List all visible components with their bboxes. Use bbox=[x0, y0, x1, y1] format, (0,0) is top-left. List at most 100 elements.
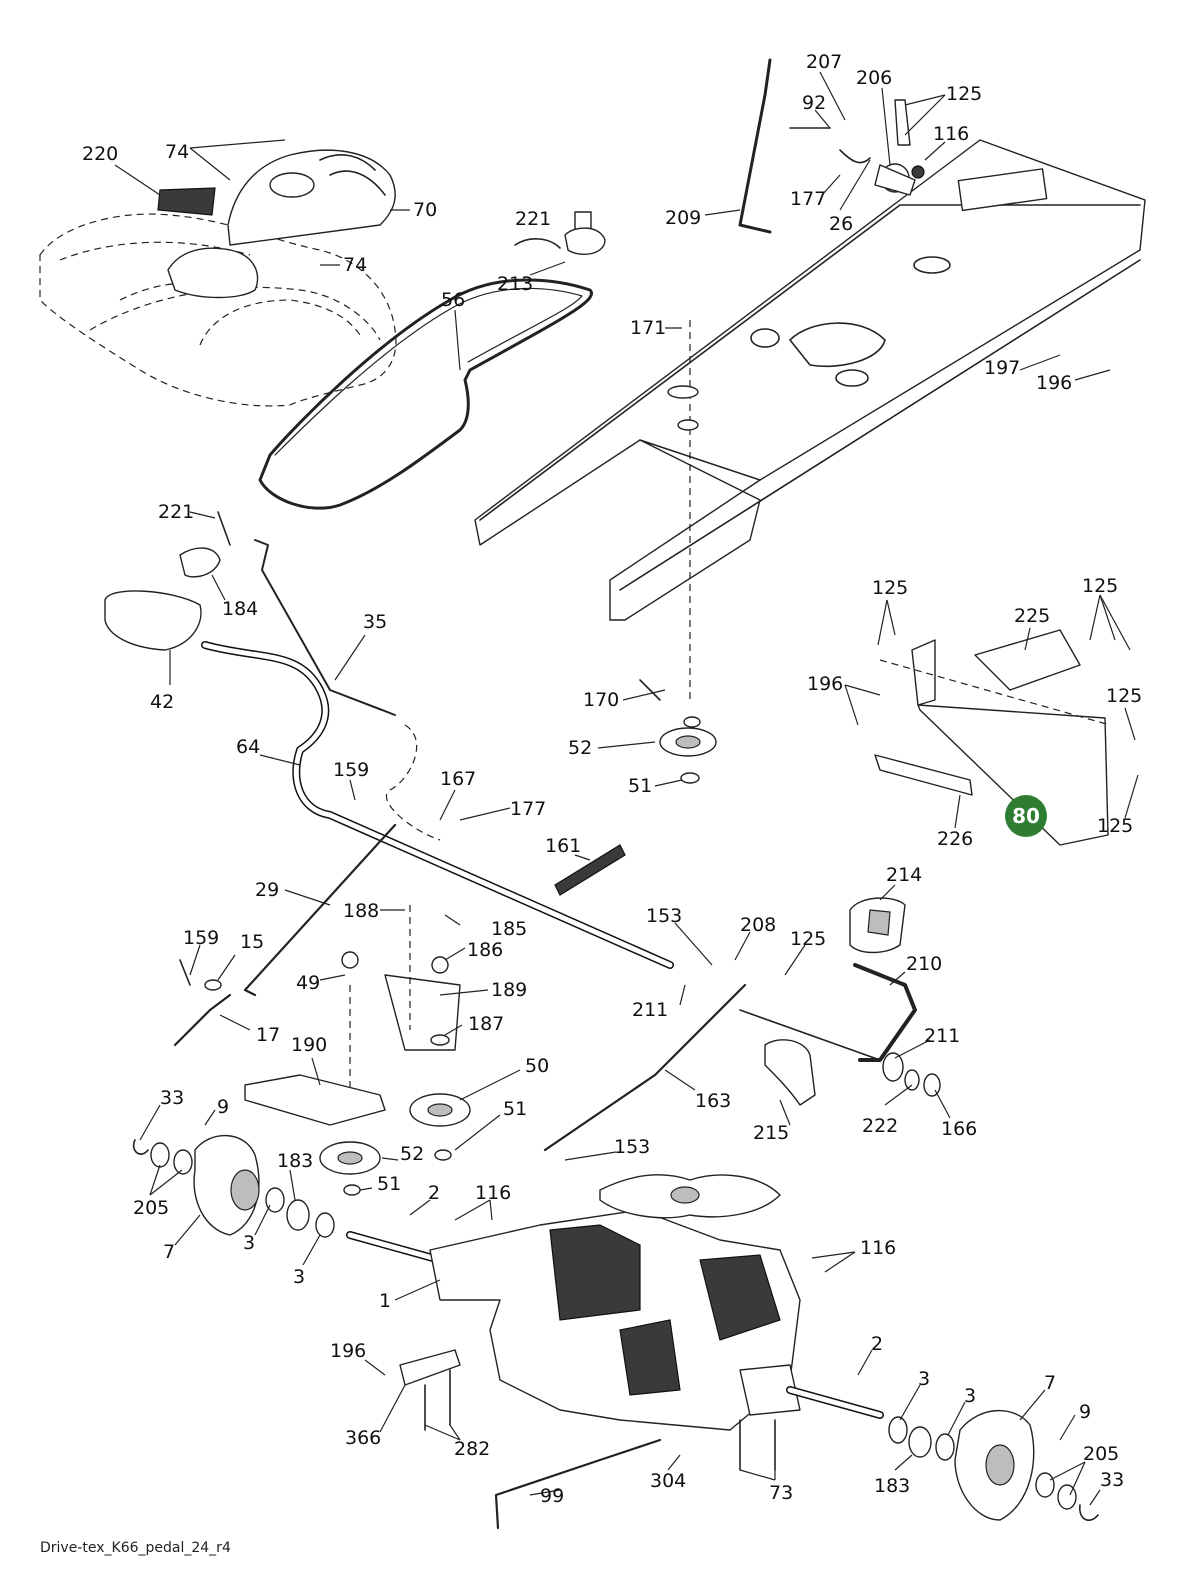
rod-163 bbox=[543, 983, 747, 1152]
part-label: 74 bbox=[343, 254, 367, 276]
part-label: 189 bbox=[491, 979, 527, 1001]
part-label: 221 bbox=[515, 208, 551, 230]
part-label: 125 bbox=[790, 928, 826, 950]
part-label: 70 bbox=[413, 199, 437, 221]
rod-and-spring bbox=[173, 823, 397, 1047]
highlight-badge: 80 bbox=[1005, 795, 1047, 837]
part-label: 51 bbox=[377, 1173, 401, 1195]
part-label: 50 bbox=[525, 1055, 549, 1077]
part-label: 196 bbox=[807, 673, 843, 695]
part-label: 33 bbox=[1100, 1469, 1124, 1491]
part-label: 26 bbox=[829, 213, 853, 235]
part-label: 9 bbox=[217, 1096, 229, 1118]
highlight-badge-text: 80 bbox=[1012, 804, 1040, 828]
part-label: 205 bbox=[1083, 1443, 1119, 1465]
part-label: 196 bbox=[330, 1340, 366, 1362]
part-label: 187 bbox=[468, 1013, 504, 1035]
part-label: 197 bbox=[984, 357, 1020, 379]
part-label: 304 bbox=[650, 1470, 686, 1492]
part-label: 159 bbox=[333, 759, 369, 781]
part-label: 74 bbox=[165, 141, 189, 163]
part-label: 211 bbox=[632, 999, 668, 1021]
spring-161 bbox=[554, 844, 626, 896]
frame-assembly bbox=[474, 139, 1146, 621]
part-labels: 220 74 70 74 221 213 56 207 92 206 125 1… bbox=[82, 51, 1142, 1507]
part-label: 166 bbox=[941, 1118, 977, 1140]
bracket-assembly bbox=[874, 629, 1111, 846]
shift-lever-assembly bbox=[738, 58, 925, 234]
part-label: 190 bbox=[291, 1034, 327, 1056]
part-label: 2 bbox=[428, 1182, 440, 1204]
part-label: 7 bbox=[163, 1241, 175, 1263]
part-label: 29 bbox=[255, 879, 279, 901]
part-label: 116 bbox=[475, 1182, 511, 1204]
upper-pulley bbox=[639, 320, 717, 784]
part-label: 64 bbox=[236, 736, 260, 758]
part-label: 3 bbox=[243, 1232, 255, 1254]
part-label: 214 bbox=[886, 864, 922, 886]
diagram-footer: Drive-tex_K66_pedal_24_r4 bbox=[40, 1540, 231, 1556]
part-label: 15 bbox=[240, 931, 264, 953]
part-label: 171 bbox=[630, 317, 666, 339]
part-label: 52 bbox=[400, 1143, 424, 1165]
bottom-parts bbox=[399, 1349, 776, 1530]
part-label: 99 bbox=[540, 1485, 564, 1507]
part-label: 17 bbox=[256, 1024, 280, 1046]
part-label: 226 bbox=[937, 828, 973, 850]
part-label: 183 bbox=[874, 1475, 910, 1497]
part-label: 2 bbox=[871, 1333, 883, 1355]
part-label: 366 bbox=[345, 1427, 381, 1449]
part-label: 125 bbox=[946, 83, 982, 105]
left-lever-assembly bbox=[104, 511, 674, 969]
part-label: 220 bbox=[82, 143, 118, 165]
part-label: 215 bbox=[753, 1122, 789, 1144]
part-label: 125 bbox=[1097, 815, 1133, 837]
part-label: 225 bbox=[1014, 605, 1050, 627]
knob-and-clip bbox=[514, 211, 606, 256]
part-label: 125 bbox=[872, 577, 908, 599]
part-label: 183 bbox=[277, 1150, 313, 1172]
part-label: 188 bbox=[343, 900, 379, 922]
part-label: 207 bbox=[806, 51, 842, 73]
part-label: 125 bbox=[1106, 685, 1142, 707]
part-label: 49 bbox=[296, 972, 320, 994]
part-label: 42 bbox=[150, 691, 174, 713]
left-hub-assembly bbox=[132, 1134, 335, 1238]
part-label: 56 bbox=[441, 289, 465, 311]
part-label: 282 bbox=[454, 1438, 490, 1460]
part-label: 33 bbox=[160, 1087, 184, 1109]
part-label: 1 bbox=[379, 1290, 391, 1312]
part-label: 35 bbox=[363, 611, 387, 633]
part-label: 209 bbox=[665, 207, 701, 229]
part-label: 161 bbox=[545, 835, 581, 857]
part-label: 51 bbox=[503, 1098, 527, 1120]
right-hub-assembly bbox=[888, 1409, 1099, 1521]
part-label: 116 bbox=[860, 1237, 896, 1259]
part-label: 167 bbox=[440, 768, 476, 790]
part-label: 222 bbox=[862, 1115, 898, 1137]
part-label: 9 bbox=[1079, 1401, 1091, 1423]
part-label: 177 bbox=[790, 188, 826, 210]
part-label: 163 bbox=[695, 1090, 731, 1112]
leader-lines bbox=[114, 71, 1139, 1506]
part-label: 184 bbox=[222, 598, 258, 620]
part-label: 208 bbox=[740, 914, 776, 936]
part-label: 7 bbox=[1044, 1372, 1056, 1394]
part-label: 170 bbox=[583, 689, 619, 711]
part-label: 177 bbox=[510, 798, 546, 820]
part-label: 186 bbox=[467, 939, 503, 961]
part-label: 153 bbox=[646, 905, 682, 927]
part-label: 125 bbox=[1082, 575, 1118, 597]
part-label: 153 bbox=[614, 1136, 650, 1158]
part-label: 92 bbox=[802, 92, 826, 114]
part-label: 3 bbox=[918, 1368, 930, 1390]
part-label: 196 bbox=[1036, 372, 1072, 394]
part-label: 210 bbox=[906, 953, 942, 975]
hood-assembly bbox=[39, 149, 397, 407]
part-label: 73 bbox=[769, 1482, 793, 1504]
part-label: 221 bbox=[158, 501, 194, 523]
part-label: 52 bbox=[568, 737, 592, 759]
part-label: 213 bbox=[497, 273, 533, 295]
